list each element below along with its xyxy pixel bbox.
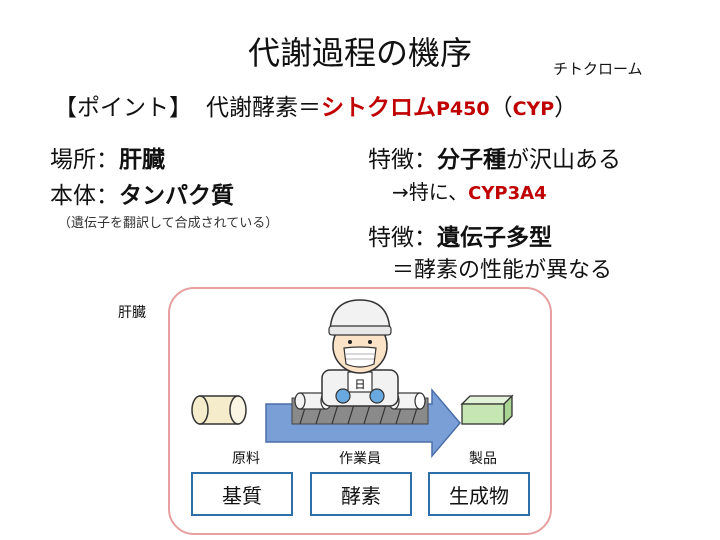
enzyme-name: シトクロム (321, 95, 436, 121)
paren-open: （ (489, 95, 513, 121)
box-substrate: 基質 (191, 472, 293, 516)
caption-product: 製品 (469, 451, 497, 467)
feature1-rest: が沢山ある (506, 147, 621, 173)
body-line: 本体：タンパク質 (50, 176, 234, 210)
feature1-sub-prefix: →特に、 (392, 180, 469, 204)
place-value: 肝臓 (119, 147, 165, 173)
feature1-line: 特徴：分子種が沢山ある (368, 140, 621, 174)
place-label: 場所： (50, 147, 119, 173)
worker-badge: 日 (355, 378, 366, 391)
feature1-label: 特徴： (368, 147, 437, 173)
organ-label: 肝臓 (118, 305, 146, 321)
point-line: 【ポイント】代謝酵素＝シトクロムP450（CYP） (54, 88, 577, 122)
caption-worker: 作業員 (339, 451, 381, 467)
liver-frame (168, 287, 552, 535)
point-label: 【ポイント】 (54, 95, 192, 121)
paren-close: ） (554, 95, 578, 121)
page-title: 代謝過程の機序 (247, 34, 472, 72)
feature1-bold: 分子種 (437, 147, 506, 173)
worker-icon: 日 (321, 299, 399, 407)
feature2-line: 特徴：遺伝子多型 (368, 218, 552, 252)
body-note: （遺伝子を翻訳して合成されている） (58, 216, 279, 231)
place-line: 場所：肝臓 (50, 140, 165, 174)
box-enzyme: 酵素 (310, 472, 412, 516)
enzyme-p450: P450 (436, 98, 490, 120)
body-value: タンパク質 (119, 183, 234, 209)
enzyme-cyp: CYP (512, 98, 555, 120)
feature2-bold: 遺伝子多型 (437, 225, 552, 251)
product-icon (460, 394, 514, 426)
raw-material-icon (191, 395, 247, 425)
feature1-sub-value: CYP3A4 (468, 183, 547, 204)
body-label: 本体： (50, 183, 119, 209)
point-text: 代謝酵素＝ (206, 95, 321, 121)
feature2-label: 特徴： (368, 225, 437, 251)
caption-raw: 原料 (232, 451, 260, 467)
box-product: 生成物 (428, 472, 530, 516)
feature1-sub: →特に、CYP3A4 (392, 176, 547, 205)
ruby-reading: チトクローム (553, 60, 643, 78)
feature2-sub: ＝酵素の性能が異なる (392, 258, 613, 283)
